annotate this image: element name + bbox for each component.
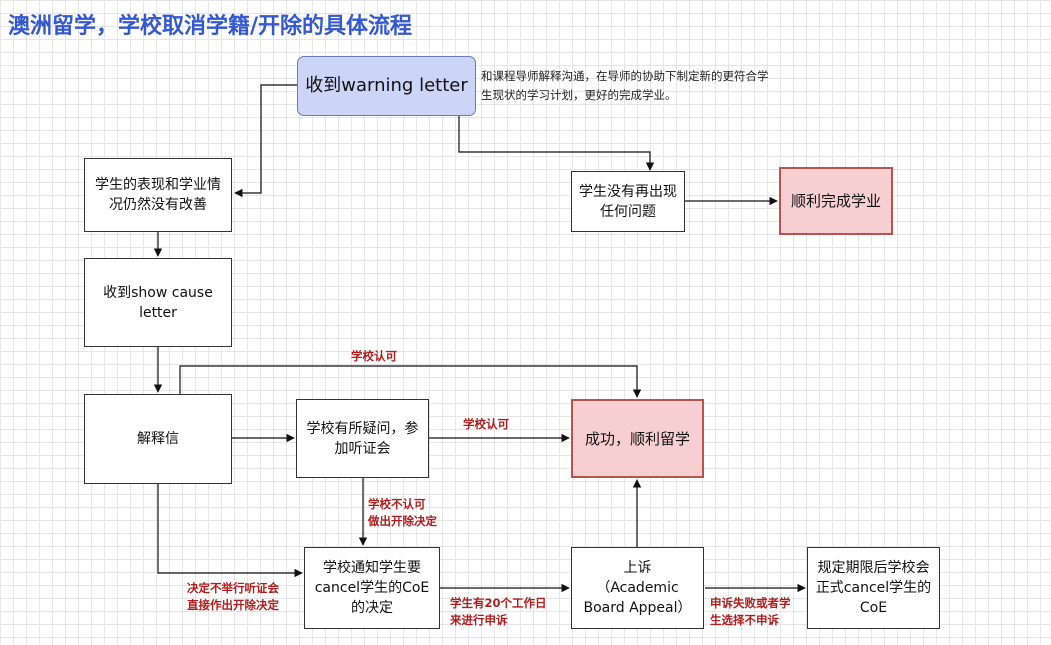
label-appeal-failed: 申诉失败或者学 生选择不申诉 — [710, 596, 791, 627]
arrow-explanation-to-notify-cancel — [157, 484, 303, 578]
node-appeal: 上诉 （Academic Board Appeal） — [571, 547, 704, 629]
node-no-further-issues: 学生没有再出现任何问题 — [571, 171, 685, 232]
node-success: 成功，顺利留学 — [571, 399, 704, 478]
node-explanation-letter: 解释信 — [84, 394, 232, 484]
arrow-explanation-to-success-top — [179, 365, 642, 398]
note-advisor-plan: 和课程导师解释沟通，在导师的协助下制定新的更符合学生现状的学习计划，更好的完成学… — [481, 69, 769, 102]
label-20-working-days: 学生有20个工作日 来进行申诉 — [450, 596, 547, 627]
label-no-hearing: 决定不举行听证会 直接作出开除决定 — [187, 581, 279, 612]
label-school-approves-hearing: 学校认可 — [463, 417, 509, 431]
node-formal-cancel-coe: 规定期限后学校会正式cancel学生的CoE — [807, 547, 940, 629]
node-show-cause-letter: 收到show cause letter — [84, 258, 232, 347]
label-school-approves-top: 学校认可 — [351, 349, 397, 363]
node-notify-cancel-coe: 学校通知学生要cancel学生的CoE的决定 — [304, 547, 440, 629]
arrow-warning-to-no-issue — [458, 116, 655, 171]
node-hearing: 学校有所疑问，参加听证会 — [296, 399, 429, 478]
node-warning-letter: 收到warning letter — [297, 56, 476, 116]
arrow-warning-to-no-improve — [234, 84, 297, 198]
page-title: 澳洲留学，学校取消学籍/开除的具体流程 — [8, 14, 413, 39]
node-complete-studies: 顺利完成学业 — [779, 167, 893, 235]
node-no-improvement: 学生的表现和学业情况仍然没有改善 — [84, 158, 232, 232]
label-school-rejects: 学校不认可 做出开除决定 — [368, 497, 437, 528]
